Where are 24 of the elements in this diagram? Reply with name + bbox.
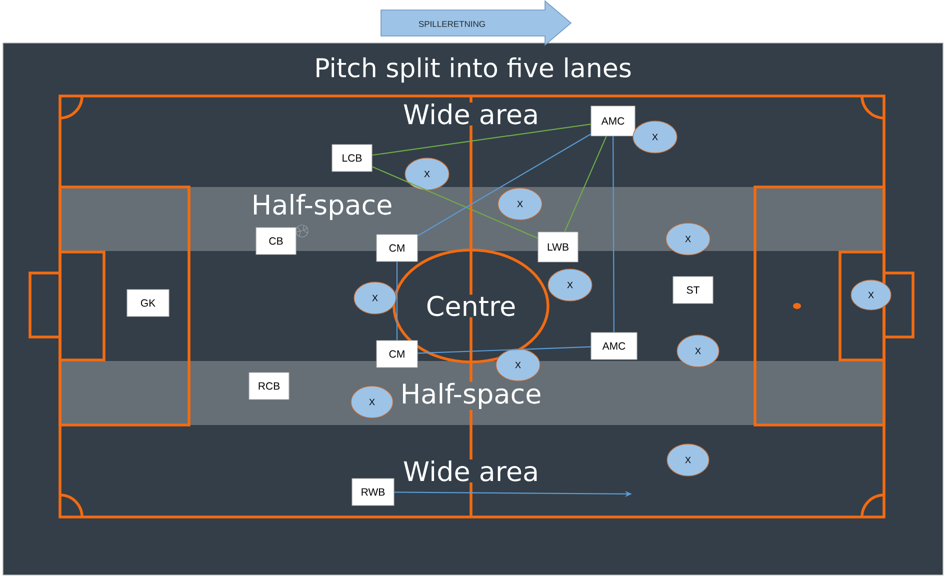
connector-line	[612, 136, 614, 332]
connector-line	[564, 136, 607, 232]
player-box: CM	[376, 234, 418, 262]
player-box: CB	[256, 227, 296, 255]
connector-line	[418, 346, 591, 354]
player-box: AMC	[590, 332, 638, 360]
player-box: GK	[126, 289, 170, 317]
lane-label: Wide area	[402, 460, 540, 482]
player-box: AMC	[590, 106, 636, 136]
player-box: LCB	[332, 144, 372, 172]
title: Pitch split into five lanes	[316, 57, 631, 83]
player-box: LWB	[538, 232, 578, 262]
connector-line	[418, 134, 591, 236]
player-box: ST	[672, 276, 714, 304]
connector-line	[372, 124, 591, 156]
player-box: RWB	[352, 478, 394, 506]
lane-label: Half-space	[399, 382, 543, 410]
lane-label: Wide area	[402, 102, 540, 126]
lane-label: Centre	[424, 294, 518, 318]
player-box: RCB	[248, 372, 290, 400]
connector-line	[396, 262, 398, 340]
connector-line	[372, 166, 538, 239]
lane-label: Half-space	[250, 192, 394, 222]
player-box: CM	[376, 340, 418, 368]
